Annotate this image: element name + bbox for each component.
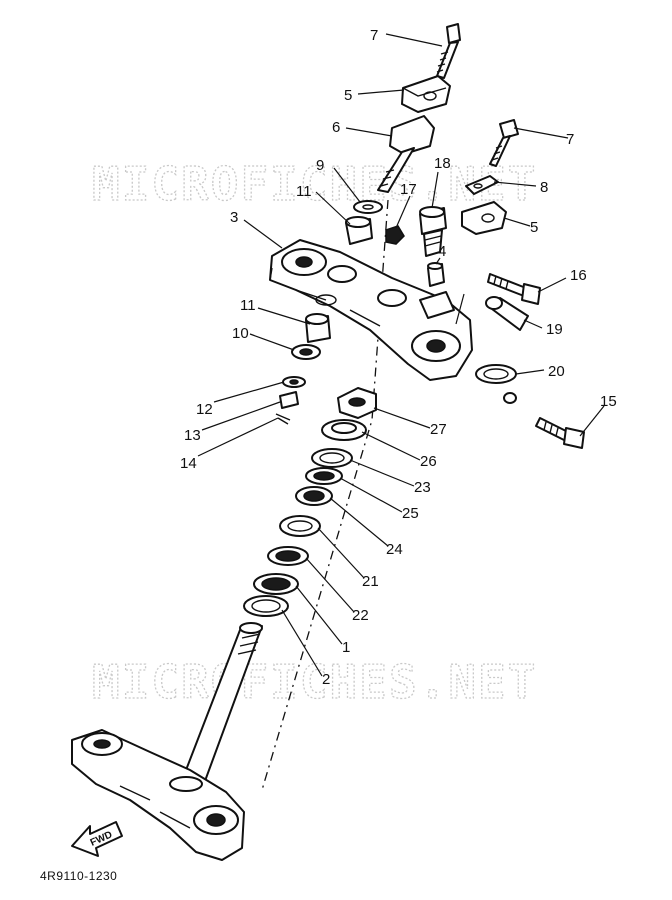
part-16-pinch-bolt xyxy=(487,273,541,305)
callout-9: 9 xyxy=(316,157,324,174)
part-7-handlebar-bolt-right xyxy=(489,119,519,167)
part-1-bearing-race xyxy=(253,573,299,595)
part-25-bearing xyxy=(305,467,343,485)
part-19-cap xyxy=(485,296,529,331)
part-14-cotter-pin xyxy=(275,413,291,425)
callout-21: 21 xyxy=(362,573,379,590)
callout-18: 18 xyxy=(434,155,451,172)
callout-11-lower: 11 xyxy=(240,297,256,314)
callout-13: 13 xyxy=(184,427,201,444)
watermark-top: MICROFICHES.NET xyxy=(92,157,537,211)
callout-7-right: 7 xyxy=(566,131,574,148)
callout-7-top: 7 xyxy=(370,27,378,44)
part-11-damper-lower xyxy=(305,313,331,343)
part-10-washer xyxy=(291,344,321,360)
part-21-bearing-race xyxy=(279,515,321,537)
part-6-lower-handlebar-holder xyxy=(377,115,435,193)
part-7-handlebar-bolt-top xyxy=(436,23,461,79)
callout-15: 15 xyxy=(600,393,617,410)
callout-20: 20 xyxy=(548,363,565,380)
callout-19: 19 xyxy=(546,321,563,338)
part-22-bearing xyxy=(267,546,309,566)
callout-1: 1 xyxy=(342,639,350,656)
part-17-nut xyxy=(385,225,405,245)
leader-lines xyxy=(197,33,605,677)
part-27-ring-nut xyxy=(337,387,377,419)
part-12-washer xyxy=(282,376,306,388)
callout-6: 6 xyxy=(332,119,340,136)
under-bracket-steering-stem xyxy=(71,622,263,861)
part-5-upper-holder-right xyxy=(461,201,507,235)
callout-5-right: 5 xyxy=(530,219,538,236)
callout-3: 3 xyxy=(230,209,238,226)
callout-14: 14 xyxy=(180,455,197,472)
part-2-dust-seal xyxy=(243,595,289,617)
part-11-damper-upper xyxy=(345,216,373,245)
callout-10: 10 xyxy=(232,325,249,342)
callout-labels: 7 5 6 9 11 3 17 18 4 7 8 5 16 19 20 15 1… xyxy=(180,27,617,688)
part-13-nut xyxy=(279,391,299,409)
callout-8: 8 xyxy=(540,179,548,196)
callout-5-top: 5 xyxy=(344,87,352,104)
diagram-code: 4R9110-1230 xyxy=(40,869,117,883)
part-15-pinch-bolt xyxy=(535,417,585,449)
part-20-cable-clamp xyxy=(475,364,517,404)
part-3-upper-bracket xyxy=(269,239,473,381)
callout-17: 17 xyxy=(400,181,417,198)
fwd-arrow-icon: FWD xyxy=(71,821,123,857)
callout-24: 24 xyxy=(386,541,403,558)
watermark-bottom: MICROFICHES.NET xyxy=(92,655,537,709)
part-4-collar xyxy=(427,262,445,287)
callout-11-upper: 11 xyxy=(296,183,312,200)
callout-4: 4 xyxy=(438,243,446,260)
callout-25: 25 xyxy=(402,505,419,522)
callout-22: 22 xyxy=(352,607,369,624)
callout-23: 23 xyxy=(414,479,431,496)
callout-26: 26 xyxy=(420,453,437,470)
part-24-bearing-race xyxy=(295,486,333,506)
callout-2: 2 xyxy=(322,671,330,688)
callout-12: 12 xyxy=(196,401,213,418)
part-23-bearing-race xyxy=(311,448,353,468)
part-26-dust-seal xyxy=(321,419,367,441)
part-9-washer xyxy=(353,200,383,214)
callout-27: 27 xyxy=(430,421,447,438)
part-5-upper-holder-top xyxy=(401,75,451,113)
callout-16: 16 xyxy=(570,267,587,284)
steering-axis-line xyxy=(261,199,389,791)
